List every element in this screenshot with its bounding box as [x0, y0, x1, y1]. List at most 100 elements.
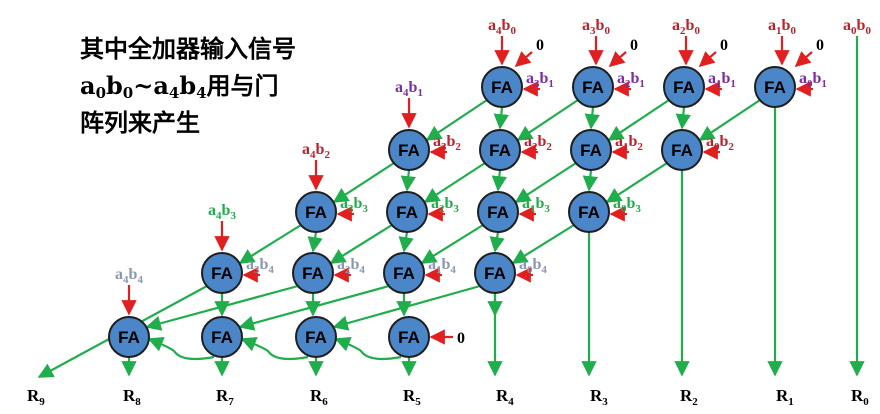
fa-label: FA [489, 141, 511, 160]
caption-b0: b [106, 71, 123, 100]
fa-label: FA [582, 78, 604, 97]
output-label-r2: R2 [680, 386, 698, 408]
side-input-label: a2b1 [617, 70, 645, 90]
fa-circle [386, 191, 428, 233]
row-start-input-label: a4b1 [395, 79, 423, 99]
output-label-r4: R4 [496, 386, 514, 408]
fa-circle [295, 191, 337, 233]
sum-wire [584, 106, 600, 130]
side-input-label: a0b1 [799, 70, 827, 90]
output-label-r6: R6 [310, 386, 328, 408]
fa-circle [479, 129, 521, 171]
carry-wire [423, 162, 486, 203]
carry-wire [516, 99, 579, 141]
caption-b4-sub: 4 [196, 84, 207, 102]
ripple-carry-wire [147, 336, 215, 361]
fa-node: FA [663, 66, 705, 108]
carry-wire [514, 162, 577, 203]
fa-label: FA [302, 264, 324, 283]
fa-label: FA [305, 203, 327, 222]
side-input-label: a2b4 [337, 256, 365, 276]
fa-circle [388, 316, 430, 358]
fa-circle [754, 66, 796, 108]
fa-label: FA [393, 264, 415, 283]
carry-wire [145, 284, 299, 331]
carry-wire [698, 99, 761, 141]
sum-wire [489, 231, 505, 253]
top-input-label: a2b0 [672, 17, 700, 37]
fa-label: FA [305, 328, 327, 347]
ripple-carry-wire [240, 336, 309, 361]
fa-circle [570, 129, 612, 171]
output-label-r3: R3 [590, 386, 608, 408]
output-label-r7: R7 [216, 386, 234, 408]
output-label-r1: R1 [776, 386, 794, 408]
fa-circle [383, 252, 425, 294]
caption-b0-sub: 0 [122, 84, 134, 102]
sum-wire [493, 106, 509, 130]
fa-circle [663, 66, 705, 108]
sum-wire [491, 169, 508, 192]
fa-label: FA [673, 78, 695, 97]
top-input-label: a1b0 [768, 17, 796, 37]
fa-label: FA [487, 203, 509, 222]
fa-label: FA [580, 141, 602, 160]
fa-node: FA [386, 191, 428, 233]
fa-circle [568, 191, 610, 233]
caption-tilde: ~ [133, 71, 154, 100]
fa-node: FA [477, 191, 519, 233]
caption-line-2: a0b0~a4b4用与门 [80, 67, 296, 104]
carry-zero-arrow [698, 51, 717, 68]
carry-zero-arrow [608, 51, 627, 68]
side-input-label: a3b2 [433, 133, 461, 153]
top-input-label: a0b0 [843, 17, 871, 37]
carry-wire [332, 284, 481, 331]
fa-node: FA [479, 129, 521, 171]
fa-node: FA [295, 191, 337, 233]
side-input-label: a3b1 [526, 70, 554, 90]
side-input-label: a1b1 [708, 70, 736, 90]
carry-wire [420, 224, 484, 264]
caption-line-1: 其中全加器输入信号 [80, 34, 296, 63]
wire-layer [37, 36, 865, 378]
row-start-input-label: a4b2 [302, 141, 330, 161]
fa-node: FA [661, 129, 703, 171]
output-label-r8: R8 [123, 386, 141, 408]
row-start-input-label: a4b4 [115, 266, 143, 286]
carry-zero-label: 0 [816, 37, 824, 54]
output-label-r0: R0 [851, 386, 869, 408]
carry-zero-label: 0 [536, 37, 544, 54]
caption-text: 其中全加器输入信号 a0b0~a4b4用与门 阵列来产生 [80, 30, 296, 141]
carry-zero-arrow [794, 51, 813, 68]
fa-label: FA [484, 264, 506, 283]
fa-circle [201, 252, 243, 294]
fa-label: FA [396, 203, 418, 222]
fa-node: FA [201, 316, 243, 358]
fa-circle [572, 66, 614, 108]
sum-wire [675, 106, 691, 130]
fa-node: FA [481, 66, 523, 108]
fa-label: FA [398, 328, 420, 347]
side-input-label: a3b4 [246, 256, 274, 276]
ripple-carry-wire [334, 336, 402, 361]
carry-wire [425, 99, 488, 141]
fa-node: FA [201, 252, 243, 294]
side-input-label: a0b2 [706, 133, 734, 153]
output-label-r9: R9 [27, 386, 45, 408]
fa-node: FA [754, 66, 796, 108]
fa-label: FA [671, 141, 693, 160]
side-input-label: a2b3 [431, 195, 459, 215]
fa-node: FA [570, 129, 612, 171]
carry-zero-label: 0 [457, 330, 465, 347]
side-input-label: a2b2 [524, 133, 552, 153]
caption-a0-sub: 0 [95, 84, 106, 102]
fa-node: FA [474, 252, 516, 294]
fa-label: FA [398, 141, 420, 160]
fa-circle [661, 129, 703, 171]
sum-wire [400, 169, 417, 192]
side-input-label: a3b3 [340, 195, 368, 215]
carry-wire [605, 162, 668, 203]
output-label-r5: R5 [403, 386, 421, 408]
